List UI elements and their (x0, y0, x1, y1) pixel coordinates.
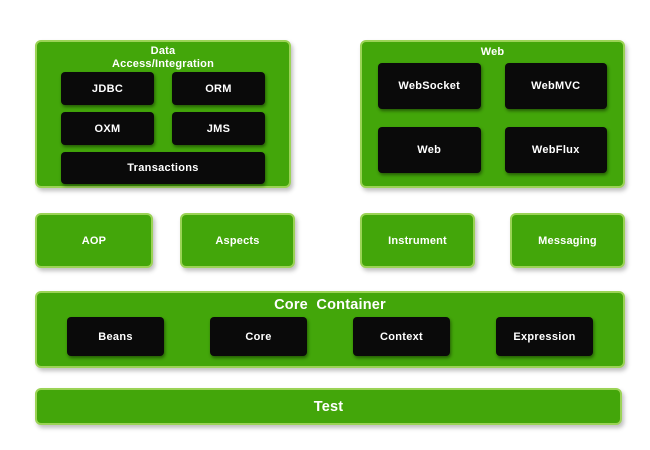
panel-web-title: Web (480, 46, 505, 58)
module-jms: JMS (172, 112, 265, 145)
box-instrument: Instrument (360, 213, 475, 268)
box-messaging-label: Messaging (538, 234, 597, 247)
module-expression: Expression (496, 317, 593, 356)
web-module-grid: WebSocket WebMVC Web WebFlux (362, 59, 623, 173)
panel-data-access-title: Data Access/Integration (111, 45, 215, 70)
module-transactions: Transactions (61, 152, 265, 184)
panel-data-access-integration: Data Access/Integration JDBC ORM OXM JMS… (35, 40, 291, 188)
box-messaging: Messaging (510, 213, 625, 268)
module-webmvc: WebMVC (504, 63, 607, 109)
box-aop-label: AOP (81, 234, 107, 247)
box-instrument-label: Instrument (388, 234, 447, 247)
module-oxm: OXM (61, 112, 154, 145)
module-orm: ORM (172, 72, 265, 105)
panel-test: Test (35, 388, 622, 425)
panel-core-container: Core Container Beans Core Context Expres… (35, 291, 625, 368)
module-webflux: WebFlux (504, 127, 607, 173)
box-aspects: Aspects (180, 213, 295, 268)
panel-core-container-title: Core Container (274, 297, 386, 313)
module-jdbc: JDBC (61, 72, 154, 105)
box-aop: AOP (35, 213, 153, 268)
panel-test-title: Test (313, 398, 344, 415)
module-core: Core (210, 317, 307, 356)
core-module-row: Beans Core Context Expression (37, 314, 623, 356)
box-aspects-label: Aspects (215, 234, 260, 247)
data-access-module-grid: JDBC ORM OXM JMS Transactions (37, 70, 289, 184)
panel-web: Web WebSocket WebMVC Web WebFlux (360, 40, 625, 188)
module-websocket: WebSocket (378, 63, 481, 109)
module-beans: Beans (67, 317, 164, 356)
module-context: Context (353, 317, 450, 356)
module-web: Web (378, 127, 481, 173)
